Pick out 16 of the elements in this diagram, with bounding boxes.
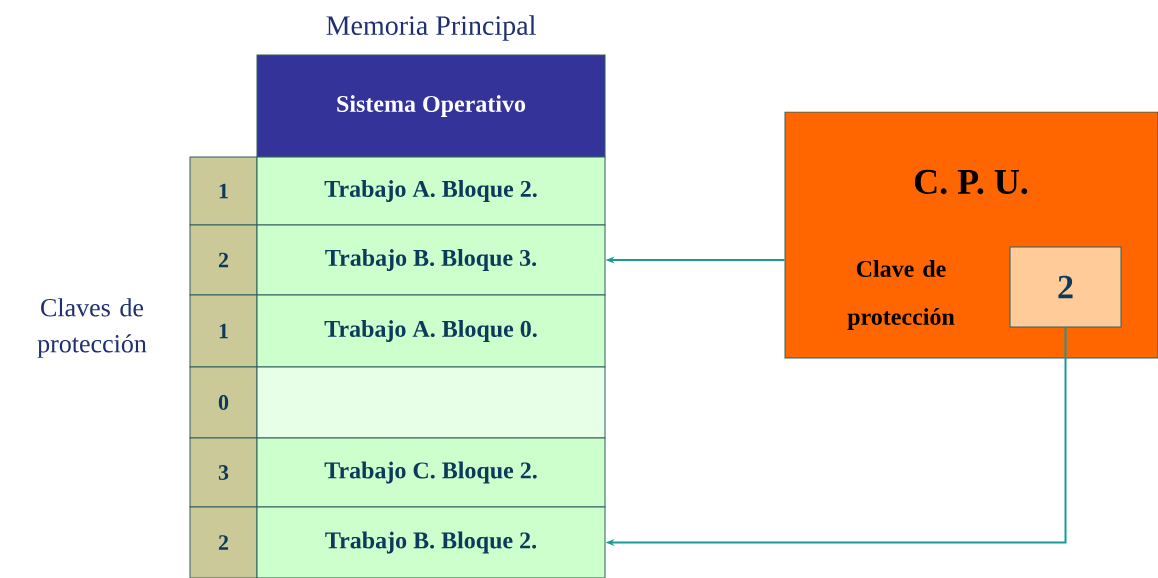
- memory-block: Trabajo B. Bloque 3.: [256, 224, 606, 296]
- key-cell: 2: [189, 224, 258, 296]
- key-cell: 0: [189, 366, 258, 439]
- key-cell: 2: [189, 506, 258, 578]
- side-label: Claves de protección: [37, 298, 147, 358]
- memory-block: Trabajo A. Bloque 2.: [256, 156, 606, 226]
- key-cell: 1: [189, 156, 258, 226]
- memory-block: Trabajo B. Bloque 2.: [256, 506, 606, 578]
- key-cell: 3: [189, 437, 258, 508]
- memory-title: Memoria Principal: [326, 15, 536, 41]
- memory-block: Sistema Operativo: [256, 54, 606, 158]
- memory-block: [256, 366, 606, 439]
- key-register: 2: [1009, 246, 1122, 328]
- key-cell: 1: [189, 294, 258, 368]
- memory-block: Trabajo A. Bloque 0.: [256, 294, 606, 368]
- memory-block: Trabajo C. Bloque 2.: [256, 437, 606, 508]
